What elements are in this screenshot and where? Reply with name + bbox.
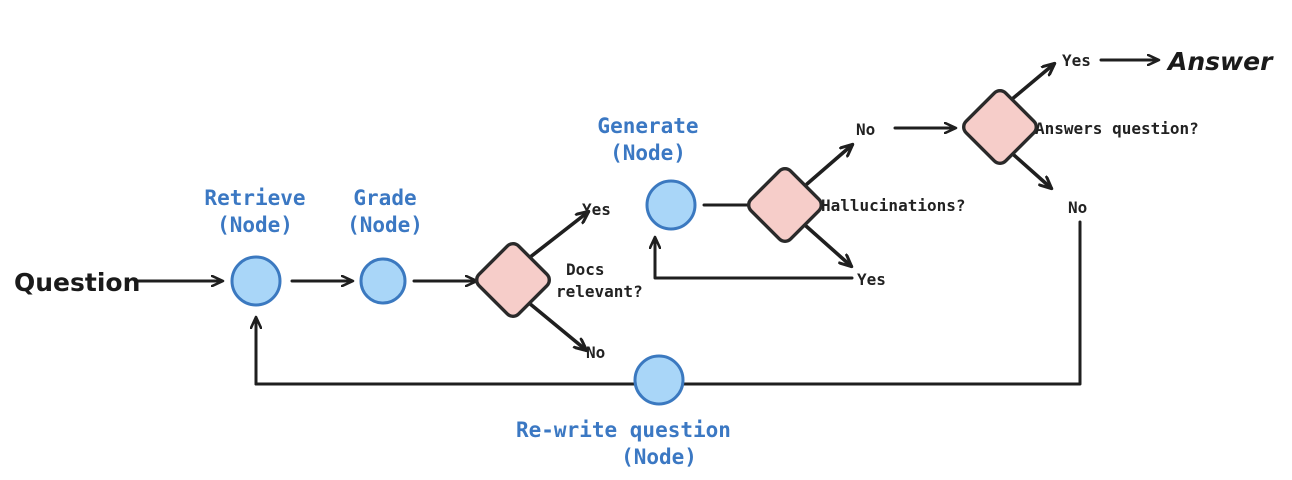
edge-docs-yes-to-generate	[527, 212, 588, 260]
decision-docs-relevant[interactable]	[473, 240, 552, 319]
svg-text:(Node): (Node)	[347, 213, 423, 237]
svg-text:Docs: Docs	[566, 260, 605, 279]
node-generate[interactable]	[645, 179, 697, 231]
edge-hallucinations-yes-feedback	[655, 224, 854, 280]
decision-answers-question[interactable]	[960, 87, 1039, 166]
terminal-answer: Answer	[1166, 47, 1274, 76]
svg-text:Retrieve: Retrieve	[204, 186, 305, 210]
edge-label-hallucinations-yes: Yes	[857, 270, 886, 289]
svg-text:relevant?: relevant?	[556, 282, 643, 301]
label-hallucinations: Hallucinations?	[821, 196, 966, 215]
edge-label-answers-no: No	[1068, 198, 1087, 217]
node-rewrite-question[interactable]	[633, 354, 685, 406]
edge-label-answers-yes: Yes	[1062, 51, 1091, 70]
node-grade[interactable]	[359, 257, 407, 305]
edge-hallucinations-no-to-answers	[805, 128, 955, 186]
svg-text:(Node): (Node)	[621, 445, 697, 469]
label-grade: Grade (Node)	[347, 186, 423, 237]
edge-label-docs-no: No	[586, 343, 605, 362]
svg-text:(Node): (Node)	[217, 213, 293, 237]
label-answers-question: Answers question?	[1035, 119, 1199, 138]
decision-hallucinations[interactable]	[745, 165, 824, 244]
label-docs-relevant: Docs relevant?	[556, 260, 643, 301]
label-retrieve: Retrieve (Node)	[204, 186, 305, 237]
label-rewrite-question: Re-write question (Node)	[516, 418, 731, 469]
terminal-question: Question	[14, 268, 140, 297]
svg-text:Generate: Generate	[597, 114, 698, 138]
svg-text:(Node): (Node)	[610, 141, 686, 165]
edge-docs-no-to-rewrite	[527, 301, 586, 350]
label-rewrite-name: Re-write question	[516, 418, 731, 442]
edge-label-hallucinations-no: No	[856, 120, 875, 139]
label-generate: Generate (Node)	[597, 114, 698, 165]
edge-label-docs-yes: Yes	[582, 200, 611, 219]
svg-text:Grade: Grade	[353, 186, 416, 210]
node-retrieve[interactable]	[230, 255, 282, 307]
